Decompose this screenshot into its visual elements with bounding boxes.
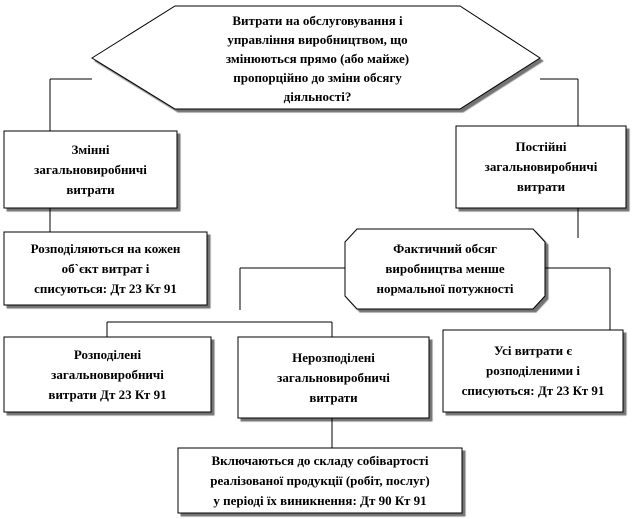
allocated-costs-label: Розподілені загальновиробничі витрати Дт… [48,346,167,402]
variable-allocated-label: Розподіляються на кожен об`єкт витрат і … [30,240,181,296]
allocated-costs-box [3,336,212,413]
decision-top-shape [91,5,541,110]
included-cost-box [177,447,463,514]
unallocated-costs-label: Нерозподілені загальновиробничі витрати [277,349,390,405]
unallocated-costs-box [237,336,430,419]
variable-costs-box [3,130,178,209]
decision-top-label: Витрати на обслуговування і управління в… [225,12,410,104]
decision-capacity-shape [344,228,546,310]
included-cost-label: Включаються до складу собівартості реалі… [210,452,430,508]
all-allocated-box [442,329,624,413]
variable-allocated-box [3,231,208,306]
variable-costs-label: Змінні загальновиробничі витрати [34,141,147,197]
decision-capacity-label: Фактичний обсяг виробництва менше нормал… [376,241,514,296]
all-allocated-label: Усі витрати є розподіленими і списуються… [461,343,605,398]
fixed-costs-box [455,125,627,209]
fixed-costs-label: Постійні загальновиробничі витрати [484,139,598,194]
